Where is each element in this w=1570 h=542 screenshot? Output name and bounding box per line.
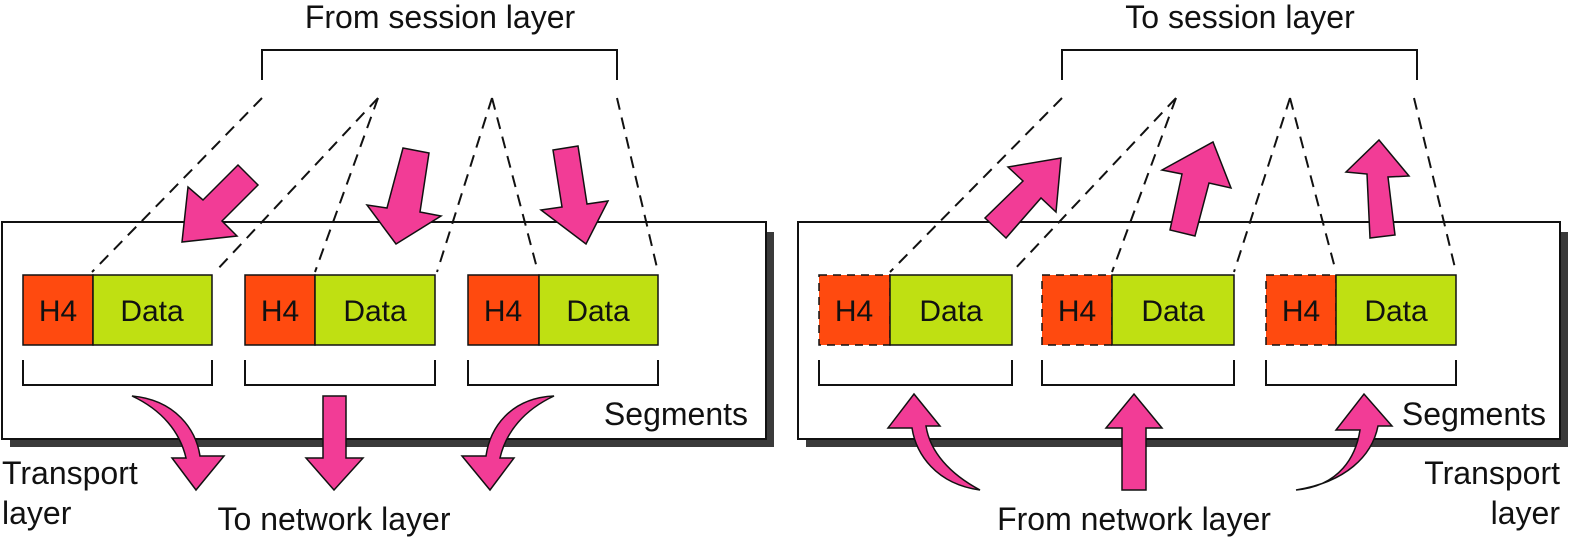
packet-data-label: Data (919, 295, 983, 328)
left-packet-1: H4 Data (22, 274, 213, 346)
right-segments-label: Segments (1402, 396, 1546, 432)
right-transport-label-2: layer (1491, 495, 1561, 531)
arrow-icon (1344, 138, 1411, 239)
right-dashed-lines (889, 97, 1457, 273)
left-top-label: From session layer (305, 0, 576, 35)
left-segments-label: Segments (604, 396, 748, 432)
packet-header-label: H4 (261, 295, 299, 328)
packet-header-label: H4 (39, 295, 77, 328)
left-bottom-label: To network layer (218, 501, 451, 537)
packet-header-label: H4 (1282, 295, 1320, 328)
packet-data-label: Data (1141, 295, 1205, 328)
arrow-icon (365, 147, 444, 246)
left-transport-label-1: Transport (2, 455, 138, 491)
arrow-icon (539, 145, 610, 246)
left-down-arrows (181, 145, 610, 246)
left-packet-3: H4 Data (467, 274, 659, 346)
packet-header-label: H4 (484, 295, 522, 328)
right-up-arrows (983, 138, 1411, 240)
arrow-icon (1104, 392, 1164, 491)
packet-data-label: Data (566, 295, 630, 328)
right-segment-brackets (818, 360, 1457, 386)
packet-data (314, 274, 436, 346)
curved-arrow-icon (1295, 392, 1394, 491)
left-transport-label-2: layer (2, 495, 72, 531)
arrow-icon (1159, 140, 1233, 237)
packet-data-label: Data (343, 295, 407, 328)
right-packet-2: H4 Data (1041, 274, 1235, 346)
left-bottom-arrows (131, 395, 555, 492)
right-packet-1: H4 Data (818, 274, 1013, 346)
packet-data (92, 274, 213, 346)
packet-header-label: H4 (835, 295, 873, 328)
packet-header-label: H4 (1058, 295, 1096, 328)
arrow-icon (304, 395, 365, 492)
packet-data-label: Data (120, 295, 184, 328)
right-top-label: To session layer (1125, 0, 1355, 35)
arrow-icon (983, 157, 1062, 240)
packet-data (538, 274, 659, 346)
right-packet-3: H4 Data (1265, 274, 1457, 346)
right-bottom-arrows (886, 392, 1394, 491)
packet-header (1265, 274, 1337, 346)
packet-header (1041, 274, 1113, 346)
right-transport-label-1: Transport (1424, 455, 1560, 491)
curved-arrow-icon (131, 395, 226, 492)
left-panel: From session layer H4 Data H4 Da (1, 0, 774, 537)
curved-arrow-icon (460, 395, 555, 492)
packet-data-label: Data (1364, 295, 1428, 328)
arrow-icon (181, 163, 260, 243)
right-bottom-label: From network layer (997, 501, 1271, 537)
packet-data (1111, 274, 1235, 346)
left-dashed-lines (91, 97, 659, 273)
left-packet-2: H4 Data (244, 274, 436, 346)
curved-arrow-icon (886, 392, 981, 491)
packet-data (889, 274, 1013, 346)
packet-data (1335, 274, 1457, 346)
left-segment-brackets (22, 360, 659, 386)
right-top-bracket (1061, 49, 1418, 80)
left-top-bracket (261, 49, 618, 80)
right-panel: To session layer H4 Data H4 Data (797, 0, 1568, 537)
